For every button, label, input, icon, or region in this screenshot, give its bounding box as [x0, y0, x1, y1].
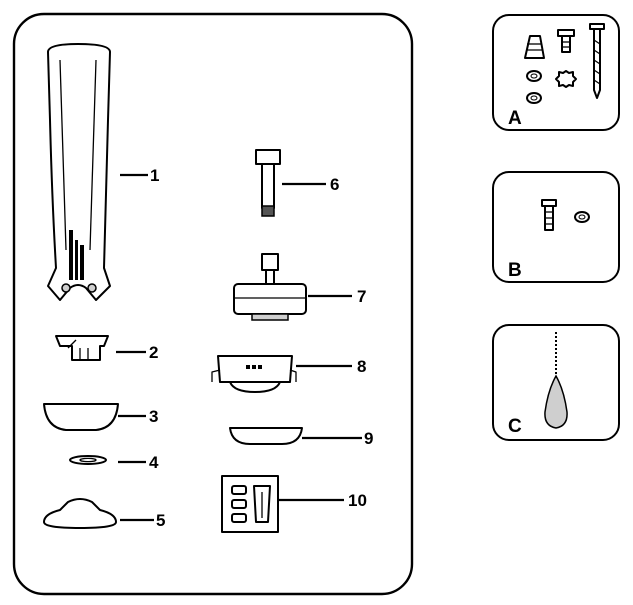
washer-icon	[574, 211, 590, 223]
hardware-bag-b	[492, 171, 620, 283]
downrod-icon	[255, 149, 281, 217]
hardware-bag-a-label: A	[508, 108, 522, 129]
screw-icon	[541, 199, 557, 231]
part-number-7: 7	[357, 287, 366, 306]
pull-chain-fob-icon	[544, 332, 568, 429]
part-number-10: 10	[348, 491, 367, 510]
part-number-9: 9	[364, 429, 373, 448]
coupling-cover-icon	[43, 498, 117, 529]
part-number-2: 2	[149, 343, 158, 362]
part-number-4: 4	[149, 453, 159, 472]
part-number-3: 3	[149, 407, 158, 426]
hanger-bracket-icon	[55, 335, 109, 361]
hardware-bag-c	[492, 324, 620, 441]
part-number-6: 6	[330, 175, 339, 194]
parts-panel	[12, 12, 414, 596]
wire-nut-icon	[524, 35, 545, 59]
hardware-bag-b-label: B	[508, 260, 522, 281]
canopy-ring-icon	[69, 455, 107, 465]
canopy-icon	[43, 403, 119, 431]
part-number-5: 5	[156, 511, 165, 530]
hardware-bag-a	[492, 14, 620, 131]
switch-housing-icon	[211, 355, 297, 393]
wood-screw-icon	[589, 23, 605, 99]
light-cover-icon	[229, 427, 303, 445]
part-number-1: 1	[150, 166, 159, 185]
screw-icon	[557, 29, 575, 53]
blade-arm-pads-icon	[221, 475, 279, 533]
fan-blade-icon	[47, 43, 111, 301]
hardware-bag-c-label: C	[508, 416, 522, 437]
motor-assembly-icon	[233, 253, 307, 321]
lock-washer-icon	[555, 70, 577, 88]
washer-icon	[526, 70, 542, 104]
part-number-8: 8	[357, 357, 366, 376]
